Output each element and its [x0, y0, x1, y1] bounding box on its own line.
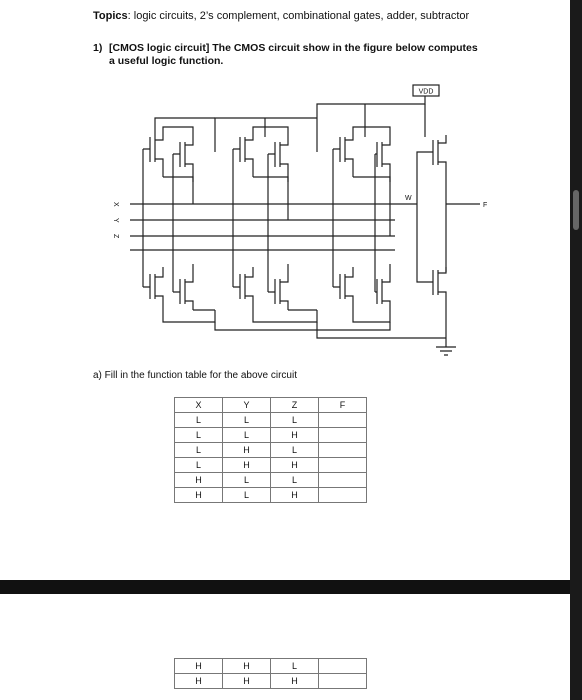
table-cell: H	[222, 442, 271, 458]
output-f-cell[interactable]	[318, 658, 367, 674]
table-cell: H	[270, 487, 319, 503]
output-f-cell[interactable]	[318, 442, 367, 458]
input-y-label: Y	[112, 218, 119, 223]
table-cell: L	[174, 427, 223, 443]
table-cell: L	[222, 427, 271, 443]
nmos-row	[143, 264, 447, 332]
table-cell: H	[174, 472, 223, 488]
table-cell: L	[174, 442, 223, 458]
input-x-label: X	[112, 202, 119, 207]
node-w-label: W	[405, 195, 412, 202]
table-cell: L	[270, 472, 319, 488]
table-cell: L	[222, 412, 271, 428]
table-header-cell: F	[318, 397, 367, 413]
table-header-cell: X	[174, 397, 223, 413]
table-cell: L	[270, 412, 319, 428]
page-divider	[0, 580, 582, 594]
part-a-prompt: a) Fill in the function table for the ab…	[93, 370, 297, 381]
table-cell: L	[174, 457, 223, 473]
table-cell: H	[270, 673, 319, 689]
topics-label: Topics	[93, 10, 128, 22]
output-f-cell[interactable]	[318, 673, 367, 689]
vdd-label: VDD	[419, 89, 434, 96]
table-cell: H	[270, 427, 319, 443]
document-page-1: Topics: logic circuits, 2’s complement, …	[93, 10, 513, 503]
output-f-cell[interactable]	[318, 427, 367, 443]
cmos-circuit-diagram: VDD X Y Z W F	[112, 84, 487, 356]
table-cell: H	[222, 673, 271, 689]
topics-text: : logic circuits, 2’s complement, combin…	[127, 10, 470, 22]
table-cell: L	[174, 412, 223, 428]
question-line-1: [CMOS logic circuit] The CMOS circuit sh…	[109, 42, 478, 54]
table-header-cell: Y	[222, 397, 271, 413]
output-f-cell[interactable]	[318, 412, 367, 428]
output-f-label: F	[483, 202, 487, 209]
vertical-scrollbar[interactable]	[570, 0, 582, 700]
table-cell: H	[174, 487, 223, 503]
table-cell: L	[222, 487, 271, 503]
output-f-cell[interactable]	[318, 457, 367, 473]
question-number: 1)	[93, 42, 103, 54]
table-header-cell: Z	[270, 397, 319, 413]
question-1: 1) [CMOS logic circuit] The CMOS circuit …	[93, 42, 513, 68]
table-cell: H	[222, 658, 271, 674]
output-f-cell[interactable]	[318, 487, 367, 503]
question-line-2: a useful logic function.	[109, 55, 224, 67]
table-cell: H	[222, 457, 271, 473]
table-cell: L	[270, 658, 319, 674]
table-cell: H	[270, 457, 319, 473]
output-f-cell[interactable]	[318, 472, 367, 488]
pmos-row	[143, 132, 447, 182]
input-z-label: Z	[112, 234, 119, 239]
table-cell: H	[174, 673, 223, 689]
scrollbar-thumb[interactable]	[573, 190, 579, 230]
topics-line: Topics: logic circuits, 2’s complement, …	[93, 10, 469, 22]
table-cell: L	[222, 472, 271, 488]
table-cell: H	[174, 658, 223, 674]
table-cell: L	[270, 442, 319, 458]
